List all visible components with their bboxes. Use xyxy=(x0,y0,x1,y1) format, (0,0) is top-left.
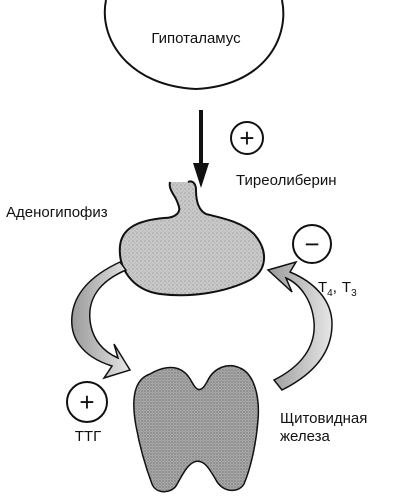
tsh-label: ТТГ xyxy=(75,428,101,445)
trh-label: Тиреолиберин xyxy=(236,172,336,189)
thyroid-label-line2: железа xyxy=(280,428,331,445)
thyroid-hormones-label: T4,T3 xyxy=(318,279,357,299)
thyroid-gland-shape xyxy=(134,366,259,492)
adenohypophysis-shape xyxy=(120,181,264,295)
trh-plus-sign: + xyxy=(239,123,254,153)
hypothalamus-label: Гипоталамус xyxy=(151,30,241,47)
adenohypophysis-label: Аденогипофиз xyxy=(6,204,108,221)
t3-label: T xyxy=(342,279,351,296)
tsh-plus-sign: + xyxy=(79,387,94,417)
thyroid-label-line1: Щитовидная xyxy=(280,410,367,427)
hormone-separator: , xyxy=(333,279,337,296)
t3-subscript: 3 xyxy=(351,288,357,299)
tsh-curved-arrow xyxy=(72,262,130,378)
feedback-minus-sign: − xyxy=(304,229,319,259)
